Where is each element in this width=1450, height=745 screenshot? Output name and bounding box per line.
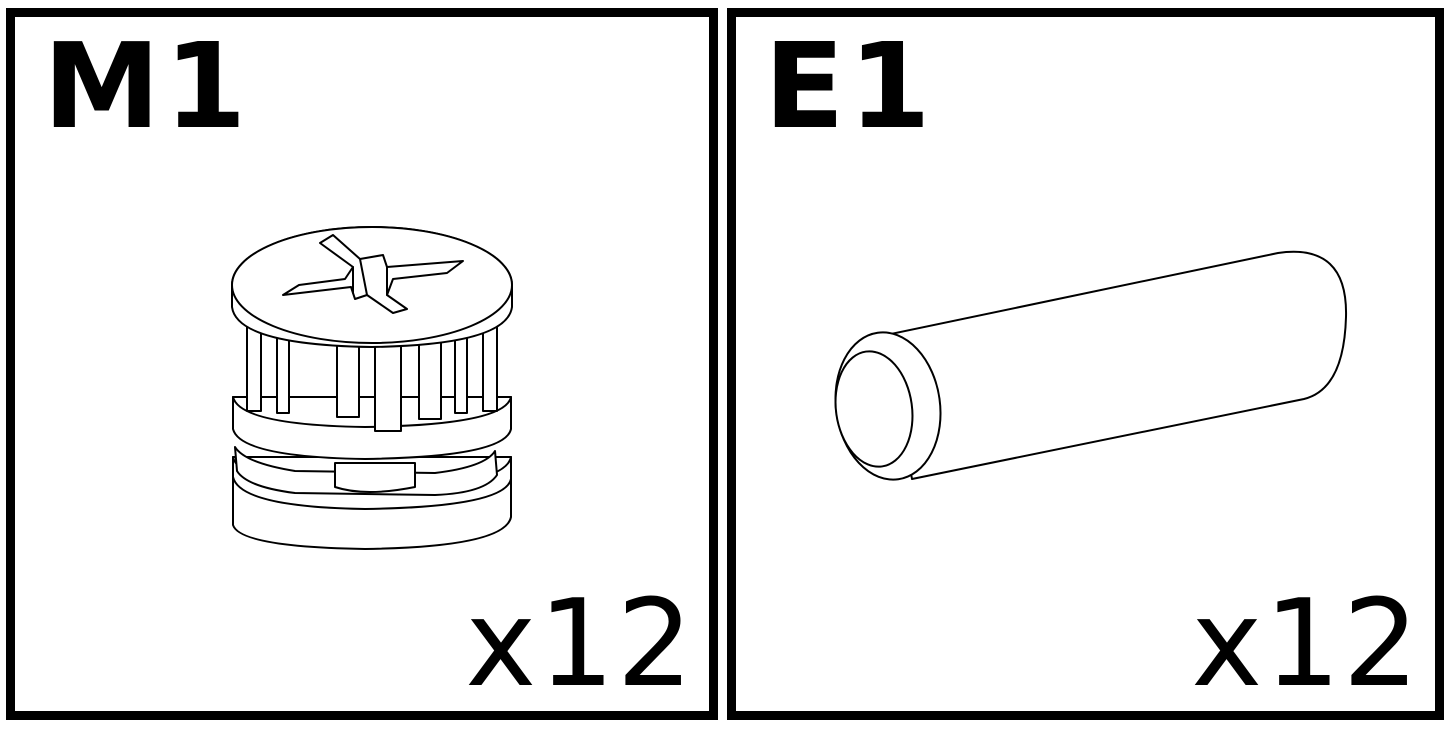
cam-lock-nut-icon <box>15 17 709 711</box>
part-panel-e1: E1 x12 <box>727 8 1444 720</box>
quantity-label: x12 <box>1191 575 1421 714</box>
part-panel-m1: M1 <box>6 8 718 720</box>
wooden-dowel-icon <box>736 17 1435 711</box>
part-code-label: M1 <box>43 17 251 155</box>
part-code-label: E1 <box>764 17 935 155</box>
quantity-label: x12 <box>465 575 695 714</box>
